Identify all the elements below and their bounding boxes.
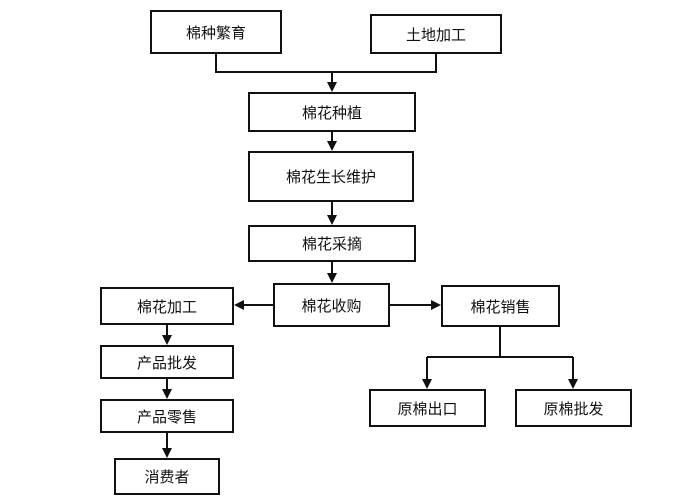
node-cotton-growth-maintenance: 棉花生长维护: [248, 151, 414, 202]
node-consumer: 消费者: [114, 458, 220, 495]
node-raw-cotton-export: 原棉出口: [369, 389, 486, 427]
connector-sales-to-split: [427, 327, 501, 358]
connector-seed-breeding-to-merge: [215, 54, 332, 73]
node-cotton-sales: 棉花销售: [441, 285, 560, 327]
node-raw-cotton-wholesale: 原棉批发: [515, 389, 632, 427]
node-product-retail: 产品零售: [100, 399, 234, 433]
connector-land-processing-to-merge: [332, 54, 437, 73]
node-seed-breeding: 棉种繁育: [150, 10, 282, 54]
node-cotton-processing: 棉花加工: [100, 287, 234, 325]
node-cotton-purchase: 棉花收购: [273, 283, 390, 327]
node-cotton-planting: 棉花种植: [248, 92, 416, 132]
node-product-wholesale: 产品批发: [100, 345, 234, 379]
node-cotton-picking: 棉花采摘: [248, 225, 416, 262]
node-land-processing: 土地加工: [370, 14, 502, 54]
